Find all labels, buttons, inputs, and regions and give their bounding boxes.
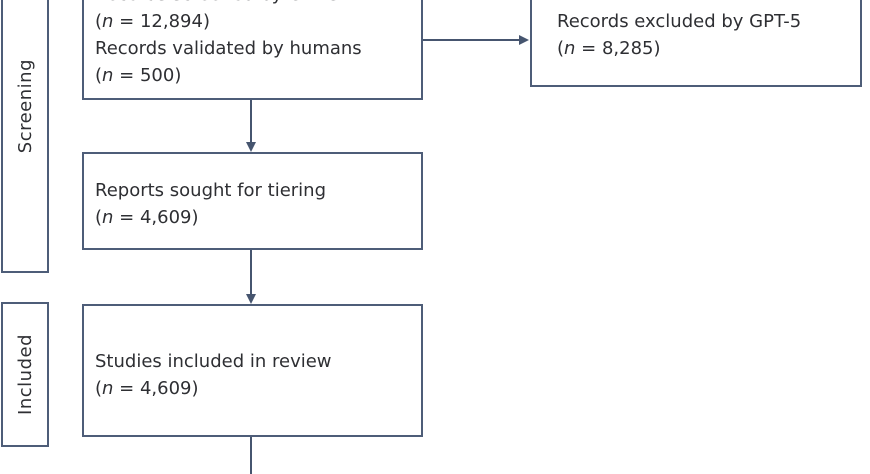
box-studies-included: Studies included in review (n = 4,609) [82,304,423,437]
box-records-excluded: Records excluded by GPT-5 (n = 8,285) [530,0,862,87]
records-screened-count: (n = 12,894) [95,8,413,35]
records-validated-count: (n = 500) [95,62,413,89]
count-rest: = 8,285) [575,38,661,59]
count-open: ( [95,65,103,86]
records-excluded-count: (n = 8,285) [557,35,852,62]
arrowhead-down-icon [246,294,256,304]
count-open: ( [95,11,103,32]
count-rest: = 500) [113,65,182,86]
stage-label-included: Included [14,334,36,415]
count-var-n: n [102,378,114,399]
stage-box-included: Included [1,302,49,447]
connector-screened-to-excluded [423,39,519,41]
count-var-n: n [564,38,576,59]
stage-box-screening: Screening [1,0,49,273]
count-open: ( [95,378,103,399]
count-rest: = 4,609) [113,378,199,399]
arrowhead-down-icon [246,142,256,152]
count-var-n: n [102,11,114,32]
studies-included-count: (n = 4,609) [95,375,413,402]
connector-sought-to-included [250,250,252,294]
studies-included-title: Studies included in review [95,351,332,372]
box-records-screened: Records screened by GPT-5 (n = 12,894) R… [82,0,423,100]
count-var-n: n [102,65,114,86]
count-open: ( [95,207,103,228]
connector-included-down-clipped [250,437,252,474]
count-rest: = 12,894) [113,11,210,32]
arrowhead-right-icon [519,35,529,45]
reports-sought-title: Reports sought for tiering [95,180,327,201]
count-rest: = 4,609) [113,207,199,228]
count-var-n: n [102,207,114,228]
stage-label-screening: Screening [14,59,36,154]
records-validated-title: Records validated by humans [95,38,362,59]
records-excluded-title: Records excluded by GPT-5 [557,11,802,32]
box-reports-sought: Reports sought for tiering (n = 4,609) [82,152,423,250]
count-open: ( [557,38,565,59]
records-screened-title: Records screened by GPT-5 [95,0,413,8]
reports-sought-count: (n = 4,609) [95,204,413,231]
connector-screened-to-sought [250,100,252,142]
